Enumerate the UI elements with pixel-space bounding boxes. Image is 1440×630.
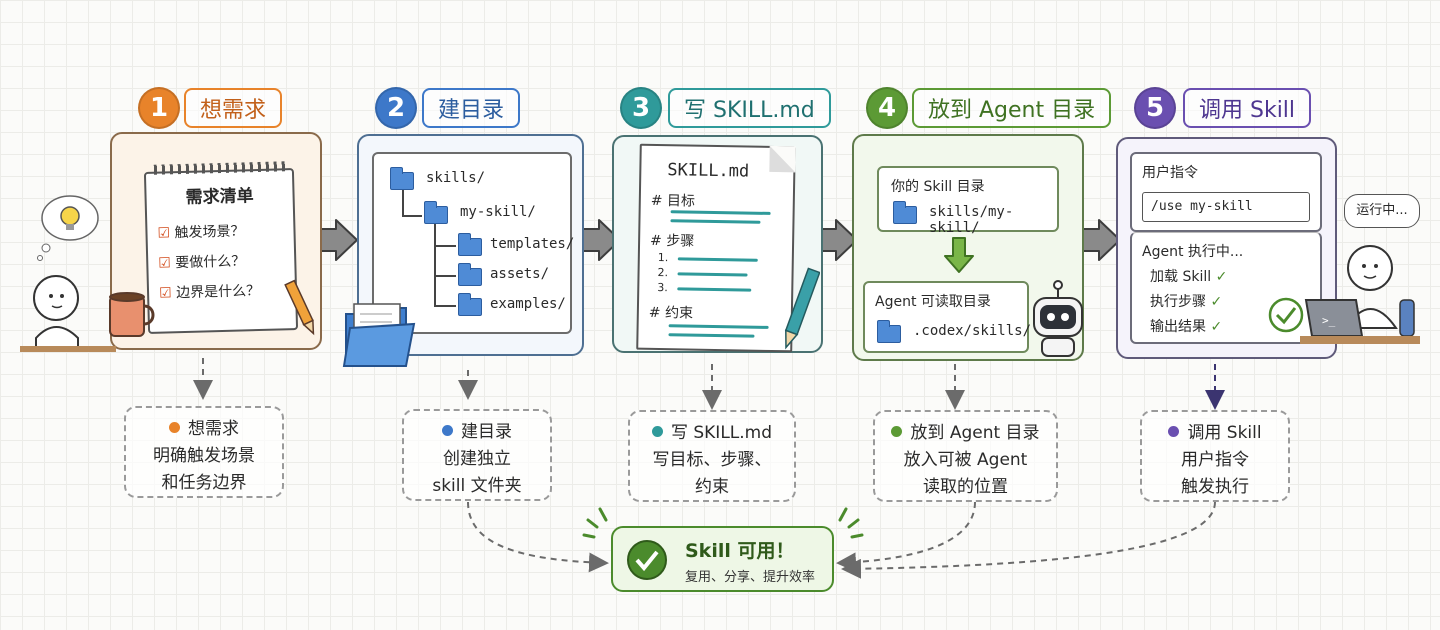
your-skill-dir-box: 你的 Skill 目录 skills/my-skill/ [877, 166, 1059, 236]
running-label: Agent 执行中... [1142, 244, 1244, 260]
folder-icon [423, 201, 448, 224]
check-icon: ✓ [1210, 319, 1223, 335]
success-circle-icon [1268, 297, 1304, 333]
checkbox-icon: ☑ [157, 225, 171, 242]
tree-item-skills: skills/ [426, 170, 486, 186]
step-5-caption: 调用 Skill 用户指令 触发执行 [1140, 410, 1290, 502]
step-3-caption: 写 SKILL.md 写目标、步骤、 约束 [628, 410, 796, 502]
step-3-title: 写 SKILL.md [668, 88, 831, 128]
folder-tree: skills/ my-skill/ templates/ assets/ exa… [372, 152, 575, 334]
step-4-badge: 4 [866, 87, 908, 129]
step-3-dot [651, 426, 663, 437]
your-dir-label: 你的 Skill 目录 [891, 179, 985, 195]
step-5-title: 调用 Skill [1183, 88, 1312, 128]
speech-bubble: 运行中... [1344, 194, 1420, 228]
folder-icon [876, 320, 901, 343]
arrow-4-5 [1077, 219, 1121, 261]
step-1-caption: 想需求 明确触发场景 和任务边界 [124, 406, 284, 498]
tree-item-my-skill: my-skill/ [460, 204, 536, 220]
requirements-notepad: 需求清单 ☑ 触发场景？ ☑ 要做什么？ ☑ 边界是什么？ [143, 161, 299, 334]
tree-item-examples: examples/ [490, 296, 566, 312]
svg-text:>_: >_ [1322, 314, 1336, 327]
agent-dir-label: Agent 可读取目录 [875, 294, 991, 310]
tree-item-assets: assets/ [490, 266, 550, 282]
robot-icon [1033, 280, 1083, 357]
agent-dir-path: .codex/skills/ [913, 323, 1032, 339]
skill-md-document: SKILL.md # 目标 # 步骤 1. 2. 3. # 约束 [636, 143, 796, 353]
command-input[interactable]: /use my-skill [1142, 192, 1310, 222]
page-corner [769, 145, 796, 173]
step-5-dot [1168, 426, 1180, 437]
check-icon: ✓ [1210, 294, 1223, 310]
success-check-icon [627, 540, 667, 580]
step-2-dot [442, 425, 453, 436]
task-item: 执行步骤 ✓ [1150, 294, 1223, 310]
step-4-dot [891, 426, 903, 437]
step-3-badge: 3 [620, 87, 662, 129]
pencil-icon [284, 279, 315, 336]
step-2-badge: 2 [375, 87, 417, 129]
step-4-caption: 放到 Agent 目录 放入可被 Agent 读取的位置 [873, 410, 1058, 502]
result-title: Skill 可用！ [685, 540, 795, 562]
step-1-title: 想需求 [184, 88, 283, 128]
step-5-badge: 5 [1134, 87, 1176, 129]
command-box: 用户指令 /use my-skill [1130, 152, 1322, 232]
pen-icon [784, 267, 820, 350]
step-2-title: 建目录 [422, 88, 521, 128]
folder-icon [457, 293, 482, 316]
agent-running-box: Agent 执行中... 加载 Skill ✓ 执行步骤 ✓ 输出结果 ✓ [1130, 232, 1322, 344]
thinking-person-icon [20, 195, 116, 352]
coffee-mug-icon [109, 292, 155, 337]
down-arrow-icon [944, 237, 974, 273]
person-laptop-icon: >_ [1300, 245, 1420, 344]
folder-icon [457, 233, 482, 256]
agent-readable-dir-box: Agent 可读取目录 .codex/skills/ [863, 281, 1032, 353]
task-list: 加载 Skill ✓ 执行步骤 ✓ 输出结果 ✓ [1150, 265, 1227, 340]
notepad-item: ☑ 边界是什么？ [158, 282, 261, 302]
command-label: 用户指令 [1142, 165, 1198, 181]
step-1-badge: 1 [138, 87, 180, 129]
step-2-caption: 建目录 创建独立 skill 文件夹 [402, 409, 552, 501]
doc-step-numbers: 1. 2. 3. [657, 250, 669, 295]
folder-icon [457, 263, 482, 286]
folder-icon [892, 201, 917, 224]
task-item: 加载 Skill ✓ [1150, 269, 1228, 285]
doc-section-constraints: # 约束 [648, 304, 694, 322]
doc-section-goal: # 目标 [650, 192, 696, 210]
step-4-title: 放到 Agent 目录 [912, 88, 1112, 128]
tree-item-templates: templates/ [490, 236, 575, 252]
doc-filename: SKILL.md [667, 160, 750, 182]
checkbox-icon: ☑ [158, 255, 172, 272]
doc-section-steps: # 步骤 [649, 232, 695, 250]
notepad-item: ☑ 触发场景？ [157, 223, 245, 242]
notepad-spiral [153, 161, 286, 175]
step-1-dot [169, 422, 180, 433]
result-box: Skill 可用！ 复用、分享、提升效率 [611, 526, 834, 592]
notepad-item: ☑ 要做什么？ [158, 253, 246, 272]
result-subtitle: 复用、分享、提升效率 [685, 570, 816, 585]
your-dir-path: skills/my-skill/ [929, 204, 1014, 236]
task-item: 输出结果 ✓ [1150, 319, 1223, 335]
check-icon: ✓ [1215, 269, 1228, 285]
notepad-items: ☑ 触发场景？ ☑ 要做什么？ ☑ 边界是什么？ [157, 216, 260, 309]
notepad-heading: 需求清单 [185, 186, 254, 208]
folder-icon [389, 167, 414, 190]
open-folder-icon [342, 303, 416, 367]
